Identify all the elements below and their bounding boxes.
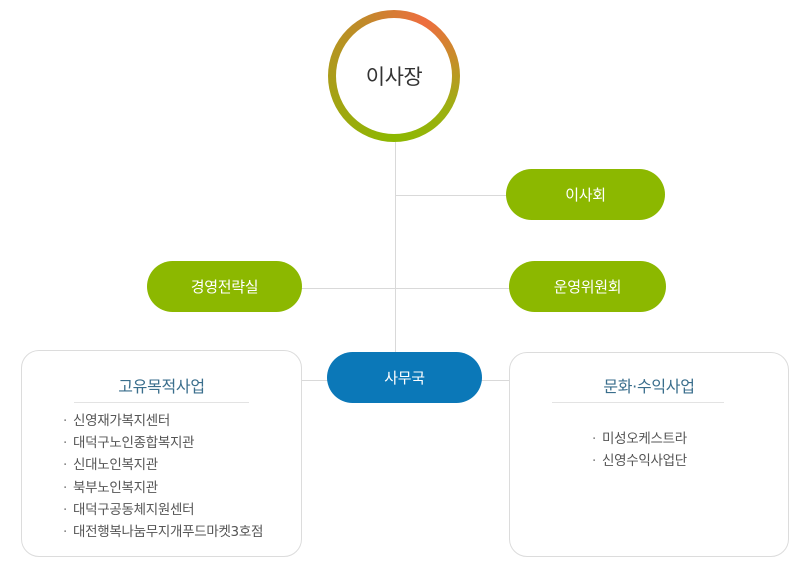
connector-strategy-committee <box>300 288 510 289</box>
unique-projects-divider <box>74 402 249 403</box>
chairman-node: 이사장 <box>328 10 460 142</box>
list-item: ·신대노인복지관 <box>63 457 158 474</box>
list-item: ·미성오케스트라 <box>592 431 687 447</box>
strategy-office-node: 경영전략실 <box>147 261 302 312</box>
revenue-projects-title: 문화·수익사업 <box>603 377 695 396</box>
list-item: ·신영수익사업단 <box>592 453 687 470</box>
list-item: ·대전행복나눔무지개푸드마켓3호점 <box>63 524 264 541</box>
connector-vertical-main <box>395 142 396 354</box>
connector-board <box>395 195 507 196</box>
chairman-label: 이사장 <box>336 18 452 134</box>
connector-right-box <box>481 380 510 381</box>
list-item: ·북부노인복지관 <box>63 479 158 496</box>
board-node: 이사회 <box>506 169 665 220</box>
secretariat-node: 사무국 <box>327 352 482 403</box>
unique-projects-box: 고유목적사업 ·신영재가복지센터 ·대덕구노인종합복지관 ·신대노인복지관 ·북… <box>21 350 302 557</box>
list-item: ·대덕구공동체지원센터 <box>63 501 195 518</box>
revenue-projects-box: 문화·수익사업 ·미성오케스트라 ·신영수익사업단 <box>509 352 789 557</box>
list-item: ·대덕구노인종합복지관 <box>63 435 195 452</box>
unique-projects-list: ·신영재가복지센터 ·대덕구노인종합복지관 ·신대노인복지관 ·북부노인복지관 … <box>63 410 263 543</box>
revenue-projects-list: ·미성오케스트라 ·신영수익사업단 <box>592 428 687 472</box>
list-item: ·신영재가복지센터 <box>63 413 170 429</box>
unique-projects-title: 고유목적사업 <box>118 377 205 396</box>
connector-left-box <box>301 380 329 381</box>
steering-committee-node: 운영위원회 <box>509 261 666 312</box>
revenue-projects-divider <box>552 402 724 403</box>
